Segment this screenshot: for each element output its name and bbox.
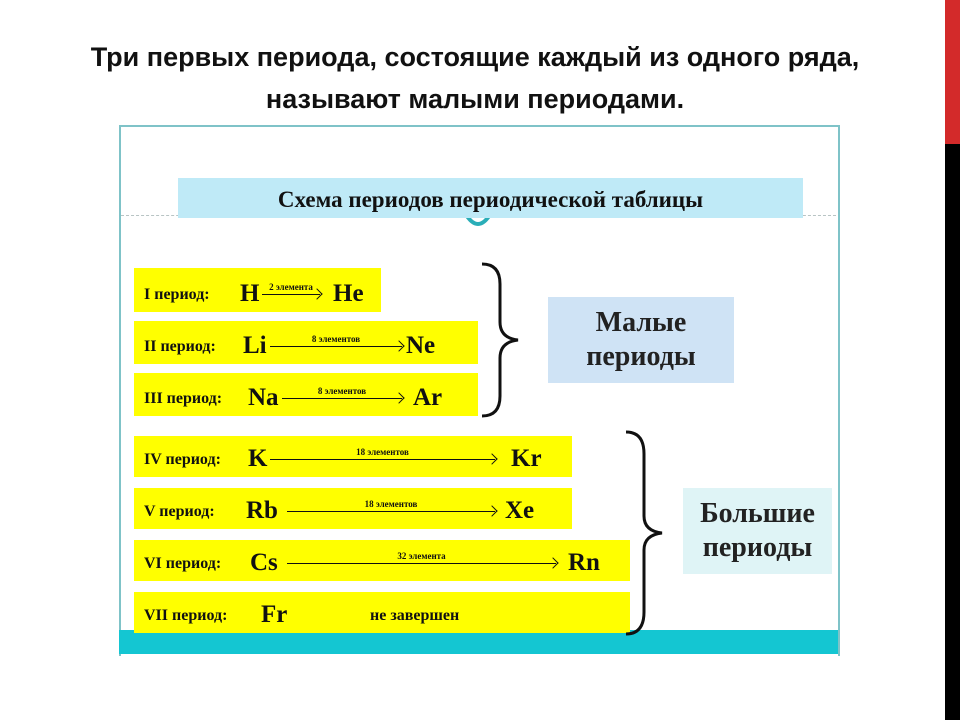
start-element: H [240,280,260,307]
start-element: Fr [261,601,288,628]
end-element: Rn [568,549,600,576]
element-count: 32 элемента [397,551,446,561]
end-element: He [333,280,364,307]
period-row-4: IV период: K 18 элементов Kr [134,436,572,477]
end-element: Ar [413,384,443,411]
period-row-6: VI период: Cs 32 элемента Rn [134,540,630,581]
element-count: 8 элементов [317,386,367,396]
period-label: II период: [144,338,216,355]
element-count: 2 элемента [269,282,313,292]
period-label: VI период: [144,555,222,572]
period-row-2: II период: Li 8 элементов Ne [134,321,478,364]
start-element: Na [248,384,279,411]
large-periods-label: Большие периоды [683,488,832,574]
incomplete-note: не завершен [370,607,460,624]
slide-title: Три первых периода, состоящие каждый из … [90,42,860,114]
start-element: Rb [246,497,278,524]
arrow-icon: 32 элемента [287,551,556,564]
period-row-7: VII период: Fr не завершен [134,592,630,633]
brace-icon [625,430,663,636]
arrow-icon: 18 элементов [287,499,495,512]
period-label: V период: [144,503,215,520]
start-element: K [248,445,268,472]
element-count: 8 элементов [311,334,361,344]
period-label: VII период: [144,607,228,624]
period-row-1: I период: H 2 элемента He [134,268,381,312]
period-row-3: III период: Na 8 элементов Ar [134,373,478,416]
accent-bar-black [945,144,960,720]
diagram-title: Схема периодов периодической таблицы [178,178,803,218]
period-label: III период: [144,390,223,407]
arrow-icon: 8 элементов [282,386,402,399]
period-label: IV период: [144,451,221,468]
end-element: Kr [511,445,542,472]
teal-bottom-bar [119,630,838,654]
period-row-5: V период: Rb 18 элементов Xe [134,488,572,529]
end-element: Ne [406,332,436,359]
period-label: I период: [144,286,210,303]
end-element: Xe [505,497,535,524]
start-element: Cs [250,549,278,576]
brace-icon [481,262,519,418]
element-count: 18 элементов [356,447,409,457]
arrow-icon: 2 элемента [262,282,320,295]
arrow-icon: 18 элементов [270,447,495,460]
element-count: 18 элементов [364,499,418,509]
small-periods-label: Малые периоды [548,297,734,383]
start-element: Li [243,332,267,359]
accent-bar-red [945,0,960,144]
arrow-icon: 8 элементов [270,334,402,347]
